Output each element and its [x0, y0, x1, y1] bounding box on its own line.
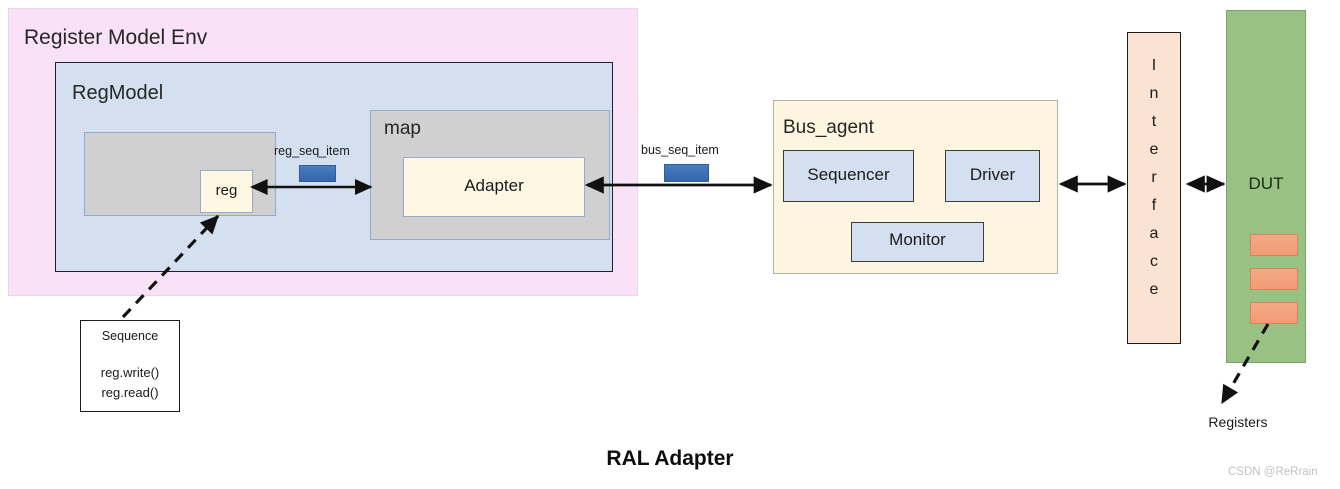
reg-seq-item-swatch-icon: [299, 165, 336, 182]
reg-seq-item-label: reg_seq_item: [274, 144, 350, 158]
register-model-env-title: Register Model Env: [24, 26, 208, 49]
sequencer-label: Sequencer: [807, 165, 890, 184]
registers-annotation-label: Registers: [1208, 414, 1268, 430]
interface-letter: e: [1149, 141, 1159, 158]
interface-letter: r: [1151, 169, 1157, 186]
page-title: RAL Adapter: [606, 447, 734, 470]
adapter-label: Adapter: [464, 176, 524, 195]
interface-letter: f: [1151, 197, 1157, 214]
bus-seq-item-swatch-icon: [664, 164, 709, 182]
dut-register-block: [1250, 234, 1298, 256]
dut-register-block: [1250, 268, 1298, 290]
interface-letter: t: [1151, 113, 1157, 130]
interface-letter: e: [1149, 281, 1159, 298]
interface-letter: a: [1149, 225, 1159, 242]
bus-seq-item-label: bus_seq_item: [641, 143, 719, 157]
reg-label: reg: [215, 182, 238, 199]
dut-label: DUT: [1248, 174, 1284, 193]
driver-label: Driver: [969, 165, 1016, 184]
monitor-block: [851, 222, 984, 262]
sequencer-block: [783, 150, 914, 202]
regmodel-title: RegModel: [72, 82, 164, 104]
sequence-title: Sequence: [101, 329, 159, 343]
sequence-call-read: reg.read(): [101, 385, 159, 400]
sequence-call-write: reg.write(): [100, 365, 160, 380]
monitor-label: Monitor: [889, 230, 946, 249]
map-title: map: [384, 118, 421, 139]
driver-block: [945, 150, 1040, 202]
interface-label-vertical: I n t e r f a c e: [1127, 52, 1181, 304]
interface-letter: n: [1149, 85, 1159, 102]
sequence-block: [80, 320, 180, 412]
bus-agent-title: Bus_agent: [783, 117, 874, 138]
watermark: CSDN @ReRrain: [1228, 466, 1318, 478]
interface-letter: I: [1151, 57, 1157, 74]
dut-register-block: [1250, 302, 1298, 324]
interface-letter: c: [1150, 253, 1158, 270]
adapter-block: [403, 157, 585, 217]
interface-block: [1127, 32, 1181, 344]
